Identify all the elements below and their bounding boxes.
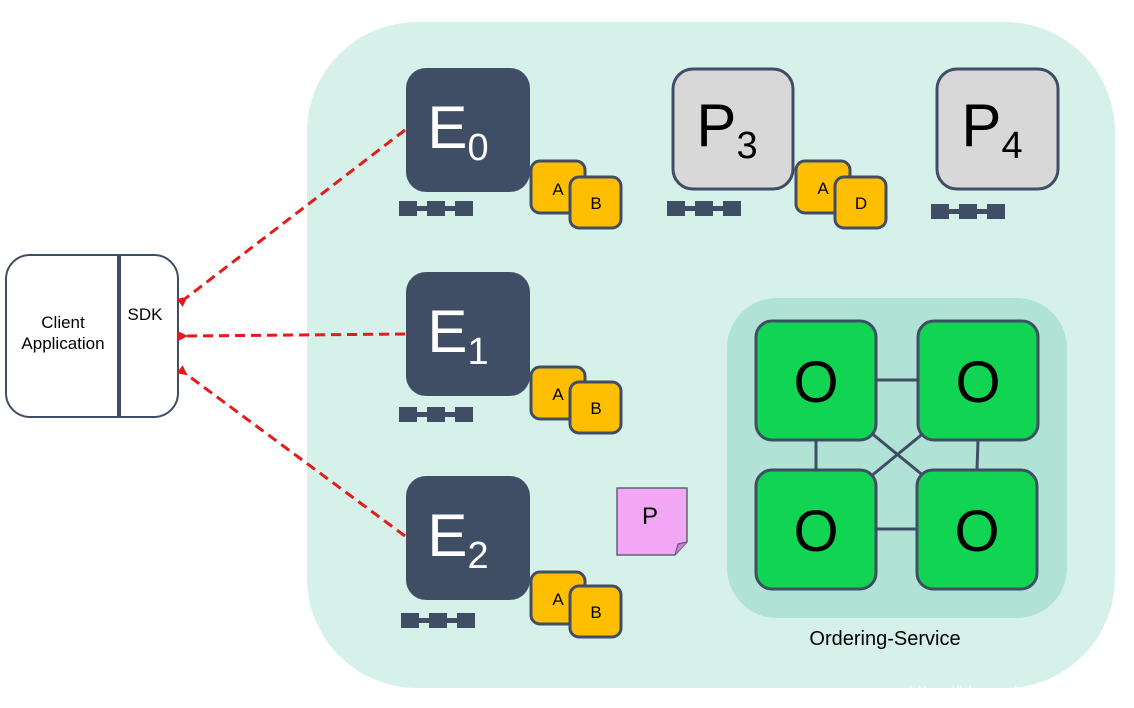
- endorser-e1-letter: E: [427, 298, 467, 365]
- orderer-node: [754, 319, 878, 442]
- chaincode-b-label: B: [590, 399, 601, 418]
- endorser-e0-letter: E: [427, 94, 467, 161]
- orderer-node: [754, 468, 878, 591]
- chaincode-d-label: D: [855, 194, 867, 213]
- chaincode-b-label: B: [590, 603, 601, 622]
- arrow-e2-to-sdk: [176, 365, 406, 538]
- sdk-label: SDK: [128, 305, 164, 324]
- endorser-e0-sub: 0: [467, 127, 488, 169]
- ordering-service: O O O O Ordering-Service: [727, 298, 1067, 650]
- orderer-link: [975, 439, 980, 471]
- endorser-e2-letter: E: [427, 502, 467, 569]
- orderer-node: [916, 319, 1040, 442]
- svg-text:E2: E2: [427, 502, 488, 577]
- ordering-service-label: Ordering-Service: [809, 628, 960, 650]
- orderer-node-label: O: [793, 350, 838, 415]
- peer-p4-sub: 4: [1001, 125, 1022, 167]
- svg-text:P3: P3: [696, 92, 757, 167]
- client-label-line2: Application: [21, 334, 104, 353]
- peer-p4: P4: [931, 67, 1060, 219]
- ledger-icon: [401, 613, 475, 628]
- peer-p3: P3 A D: [667, 67, 888, 230]
- endorser-e2-sub: 2: [467, 535, 488, 577]
- arrow-e0-to-sdk: [176, 128, 406, 307]
- endorser-e1: E1 A B: [399, 272, 623, 435]
- peer-p4-letter: P: [961, 92, 1001, 159]
- chaincode-a-label: A: [552, 180, 564, 199]
- peer-p3-sub: 3: [736, 125, 757, 167]
- arrow-e1-to-sdk: [177, 331, 406, 342]
- orderer-link: [869, 430, 926, 479]
- orderer-node-label: O: [955, 350, 1000, 415]
- endorser-e0: E0 A B: [399, 68, 623, 230]
- proposal-label: P: [642, 503, 658, 530]
- endorser-e2: E2 A B: [401, 476, 623, 639]
- orderer-node-label: O: [793, 499, 838, 564]
- chaincode-a-label: A: [552, 590, 564, 609]
- chaincode-b: [568, 584, 623, 639]
- chaincode-d: [833, 175, 888, 230]
- client-application: Client Application SDK: [5, 254, 179, 418]
- chaincode-a-label: A: [552, 385, 564, 404]
- ledger-icon: [399, 407, 473, 422]
- chaincode-a-label: A: [817, 179, 829, 198]
- peer-p3-letter: P: [696, 92, 736, 159]
- orderer-node-label: O: [954, 499, 999, 564]
- svg-text:E0: E0: [427, 94, 488, 169]
- orderer-node: [915, 468, 1039, 591]
- chaincode-b: [568, 175, 623, 230]
- ledger-icon: [399, 201, 473, 216]
- watermark: https://blog.csdn.net/ice_fire_x: [909, 684, 1124, 700]
- ledger-icon: [931, 204, 1005, 219]
- proposal-note: P: [616, 487, 688, 556]
- endorser-e1-sub: 1: [467, 331, 488, 373]
- svg-text:P4: P4: [961, 92, 1022, 167]
- ledger-icon: [667, 201, 741, 216]
- client-label-line1: Client: [41, 313, 85, 332]
- chaincode-b: [568, 380, 623, 435]
- chaincode-b-label: B: [590, 194, 601, 213]
- svg-text:E1: E1: [427, 298, 488, 373]
